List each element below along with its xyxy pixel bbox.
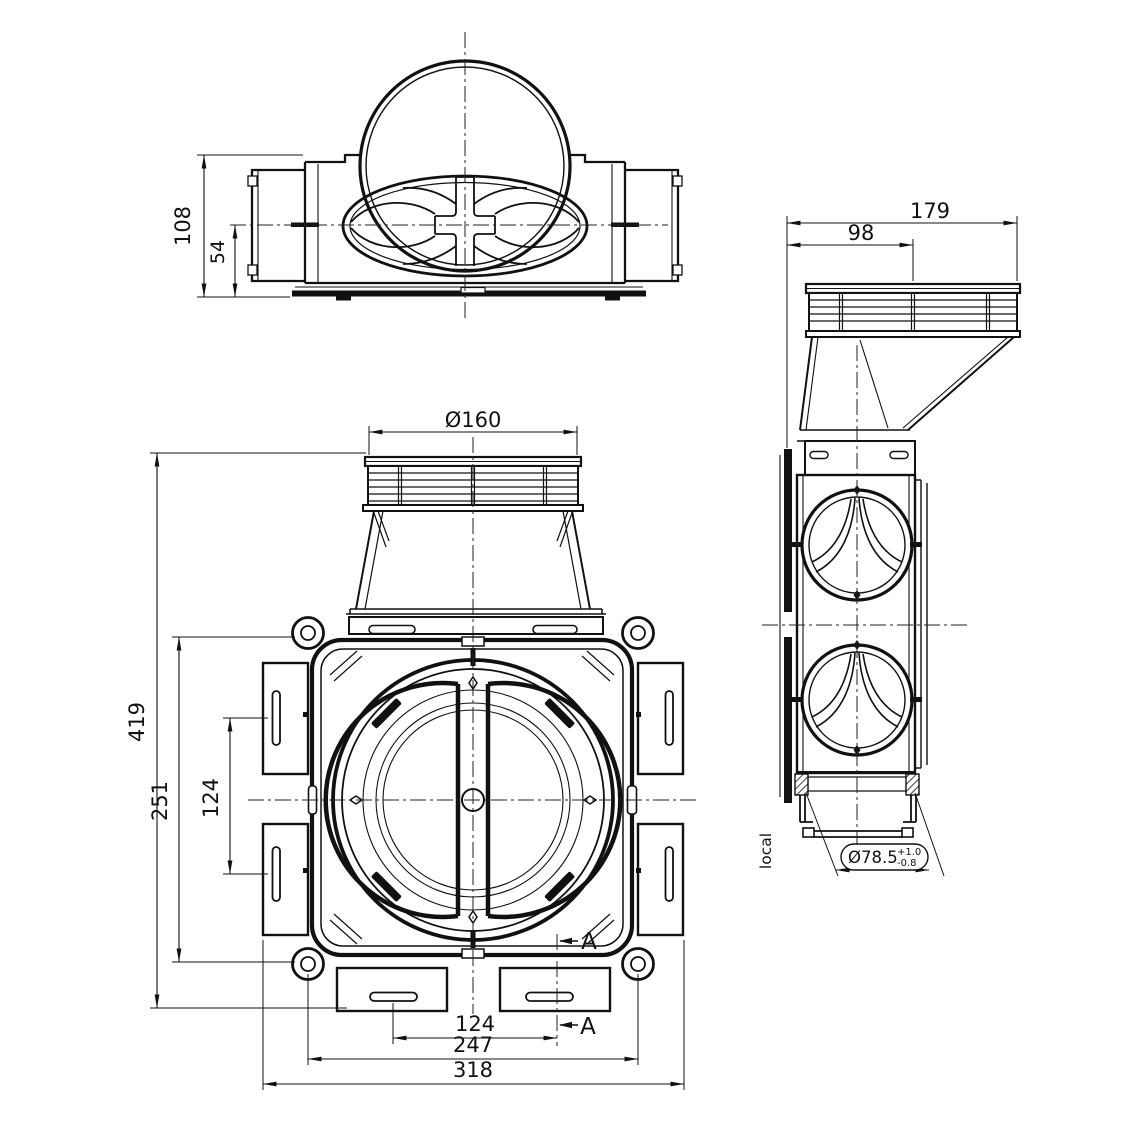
port-slot <box>271 690 281 746</box>
dim-label-318: 318 <box>453 1058 493 1082</box>
tolerance-minus: -0.8 <box>897 858 917 869</box>
mounting-hole <box>300 625 316 641</box>
dim-label-dia78-5: Ø78.5 <box>848 848 898 867</box>
tolerance-plus: +1.0 <box>897 847 921 858</box>
dim-frame <box>840 843 929 871</box>
dim-54: 54 <box>207 225 238 297</box>
dim-124-side: 124 <box>199 717 268 875</box>
port-slot <box>525 991 574 1002</box>
dim-label-179: 179 <box>910 199 950 223</box>
mounting-hole <box>300 956 316 972</box>
dim-108: 108 <box>171 154 303 298</box>
dim-318: 318 <box>262 940 685 1090</box>
dim-251: 251 <box>148 636 295 963</box>
bottom-ports <box>335 966 612 1013</box>
port-slot <box>271 846 281 902</box>
dim-dia78-5: Ø78.5 +1.0 -0.8 <box>805 792 945 877</box>
port-slot <box>369 991 418 1002</box>
mounting-hole <box>630 625 646 641</box>
note-local: local <box>757 833 775 869</box>
connector-notch <box>247 264 258 276</box>
dim-label-124-side: 124 <box>199 778 223 818</box>
section-hatch <box>794 773 809 796</box>
dim-label-dia160: Ø160 <box>445 408 502 432</box>
flange-plate <box>784 449 792 612</box>
dim-419: 419 <box>125 452 366 1009</box>
dim-label-419: 419 <box>125 702 149 742</box>
dim-label-251: 251 <box>148 781 172 821</box>
damper-cross <box>350 176 580 266</box>
bayonet-pads <box>371 698 575 902</box>
section-a-a: A A <box>556 929 597 1046</box>
dim-247: 247 <box>307 974 639 1065</box>
mounting-hole <box>630 956 646 972</box>
section-label-a-top: A <box>581 929 597 955</box>
dim-label-247: 247 <box>453 1033 493 1057</box>
dim-label-108: 108 <box>171 206 195 246</box>
connector-notch <box>247 175 258 187</box>
outlet-spigot <box>799 795 917 838</box>
dim-label-124-bottom: 124 <box>455 1012 495 1036</box>
front-view: A A Ø160 419 251 124 124 <box>125 408 700 1090</box>
dim-98: 98 <box>787 221 914 281</box>
connector-notch <box>672 175 683 187</box>
side-view: 179 98 Ø78.5 +1.0 -0.8 local <box>757 199 1022 877</box>
port-slot <box>664 846 674 902</box>
section-hatch <box>905 773 920 796</box>
dim-label-98: 98 <box>848 221 875 245</box>
dim-label-54: 54 <box>207 240 229 264</box>
dim-179: 179 <box>786 199 1018 448</box>
centerline-tick <box>611 222 639 227</box>
connector-notch <box>672 264 683 276</box>
dim-124-bottom: 124 <box>392 1003 557 1044</box>
section-label-a-bottom: A <box>580 1014 596 1040</box>
dim-dia160: Ø160 <box>368 408 578 455</box>
side-ports <box>261 661 685 937</box>
top-view: 108 54 <box>171 32 683 318</box>
port-slot <box>664 690 674 746</box>
